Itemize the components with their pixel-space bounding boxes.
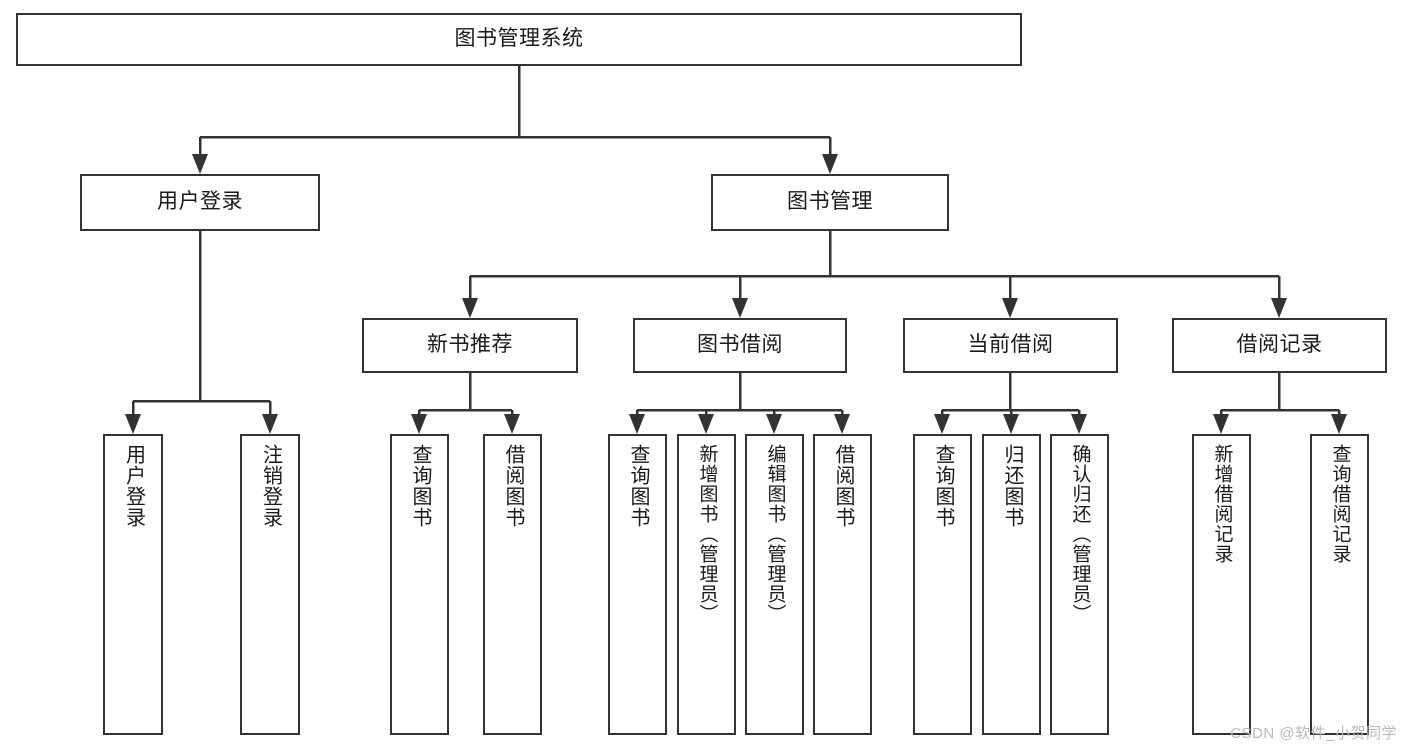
node-label-leaf-add-record: 新增借阅记录 xyxy=(1211,444,1233,564)
node-label-leaf-user-logout: 注销登录 xyxy=(259,444,282,528)
arrow-to-leaf-add-record xyxy=(1213,414,1229,434)
node-root: 图书管理系统 xyxy=(16,13,1022,66)
node-label-leaf-edit-book: 编辑图书（管理员） xyxy=(764,444,786,624)
node-leaf-user-login: 用户登录 xyxy=(103,434,163,735)
arrow-to-leaf-query-record xyxy=(1331,414,1347,434)
node-label-leaf-user-login: 用户登录 xyxy=(122,444,145,528)
node-current-borrow: 当前借阅 xyxy=(903,318,1118,373)
node-leaf-query-book-3: 查询图书 xyxy=(913,434,972,735)
node-leaf-borrow-book-1: 借阅图书 xyxy=(483,434,542,735)
node-leaf-query-record: 查询借阅记录 xyxy=(1310,434,1369,735)
node-leaf-query-book-2: 查询图书 xyxy=(608,434,667,735)
arrow-to-book-borrow xyxy=(732,298,748,318)
node-book-management: 图书管理 xyxy=(711,174,949,231)
node-leaf-edit-book: 编辑图书（管理员） xyxy=(745,434,804,735)
node-label-leaf-borrow-book-1: 借阅图书 xyxy=(502,444,524,528)
node-label-new-book-recommend: 新书推荐 xyxy=(427,333,513,357)
node-label-user-login: 用户登录 xyxy=(157,190,243,214)
node-label-borrow-record: 借阅记录 xyxy=(1236,333,1323,357)
csdn-watermark: CSDN @软件_小贺同学 xyxy=(1230,725,1397,742)
node-label-leaf-borrow-book-2: 借阅图书 xyxy=(832,444,854,528)
node-borrow-record: 借阅记录 xyxy=(1172,318,1387,373)
arrow-to-leaf-user-logout xyxy=(262,414,278,434)
node-label-leaf-query-book-3: 查询图书 xyxy=(932,444,954,528)
node-label-root: 图书管理系统 xyxy=(454,27,584,51)
arrow-to-new-book-recommend xyxy=(462,298,478,318)
node-leaf-query-book-1: 查询图书 xyxy=(390,434,449,735)
arrow-to-leaf-add-book xyxy=(698,414,714,434)
arrow-to-leaf-return-book xyxy=(1003,414,1019,434)
node-label-leaf-query-record: 查询借阅记录 xyxy=(1329,444,1351,564)
node-label-leaf-query-book-2: 查询图书 xyxy=(627,444,649,528)
arrow-to-leaf-borrow-book-2 xyxy=(834,414,850,434)
arrow-to-leaf-query-book-1 xyxy=(411,414,427,434)
arrow-to-leaf-edit-book xyxy=(766,414,782,434)
node-leaf-add-book: 新增图书（管理员） xyxy=(677,434,736,735)
arrow-to-book-management xyxy=(822,154,838,174)
arrow-to-user-login xyxy=(192,154,208,174)
arrow-to-current-borrow xyxy=(1002,298,1018,318)
arrow-to-leaf-query-book-2 xyxy=(629,414,645,434)
arrow-to-leaf-query-book-3 xyxy=(934,414,950,434)
node-label-leaf-query-book-1: 查询图书 xyxy=(409,444,431,528)
arrow-to-leaf-borrow-book-1 xyxy=(504,414,520,434)
node-leaf-user-logout: 注销登录 xyxy=(240,434,300,735)
node-leaf-confirm-return: 确认归还（管理员） xyxy=(1050,434,1109,735)
node-label-current-borrow: 当前借阅 xyxy=(967,333,1054,357)
node-label-leaf-return-book: 归还图书 xyxy=(1001,444,1023,528)
node-label-book-borrow: 图书借阅 xyxy=(697,333,783,357)
node-book-borrow: 图书借阅 xyxy=(633,318,847,373)
node-leaf-add-record: 新增借阅记录 xyxy=(1192,434,1251,735)
node-leaf-return-book: 归还图书 xyxy=(982,434,1041,735)
arrow-to-leaf-user-login xyxy=(125,414,141,434)
node-user-login: 用户登录 xyxy=(80,174,320,231)
node-label-book-management: 图书管理 xyxy=(787,190,873,214)
arrow-to-borrow-record xyxy=(1271,298,1287,318)
node-new-book-recommend: 新书推荐 xyxy=(362,318,578,373)
node-label-leaf-add-book: 新增图书（管理员） xyxy=(696,444,718,624)
node-leaf-borrow-book-2: 借阅图书 xyxy=(813,434,872,735)
arrow-to-leaf-confirm-return xyxy=(1071,414,1087,434)
node-label-leaf-confirm-return: 确认归还（管理员） xyxy=(1069,444,1091,624)
